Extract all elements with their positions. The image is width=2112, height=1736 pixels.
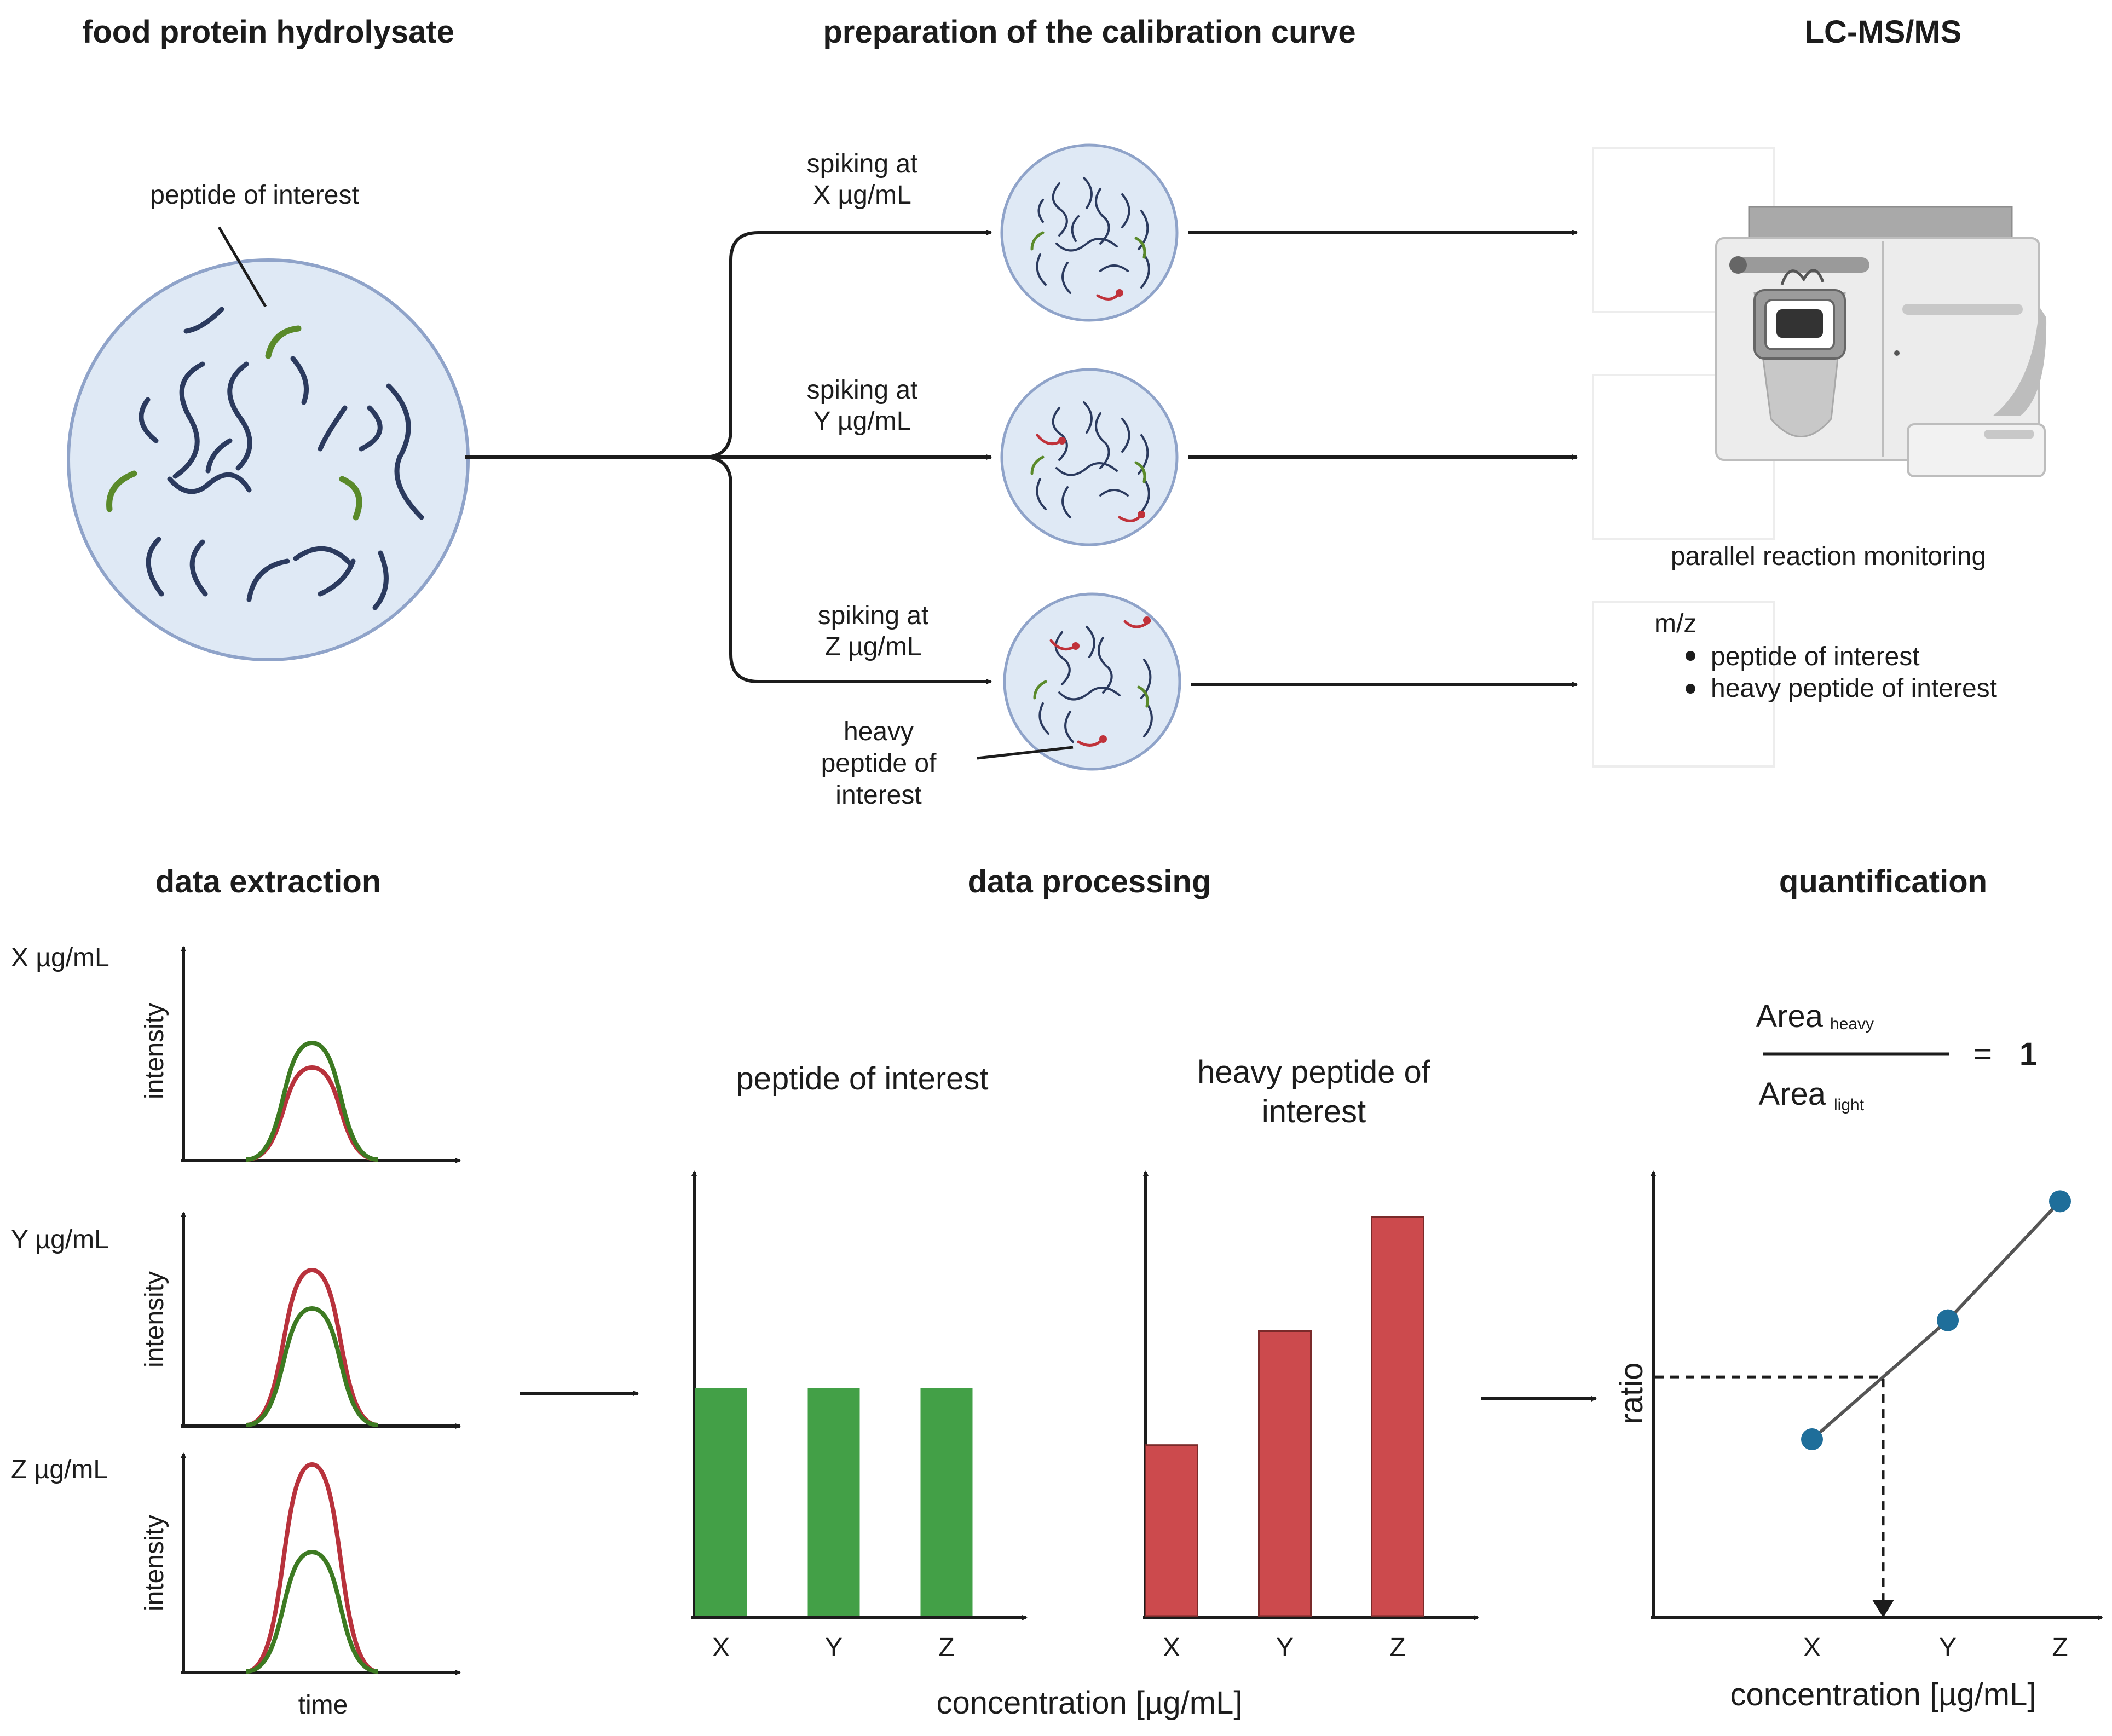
placeholder-box [1592,601,1775,768]
mz-bullet-peptide: peptide of interest [1711,642,1920,671]
sample-circle [1003,592,1181,771]
chromatogram-light [246,1306,378,1427]
bar-chart-right-title-line2: interest [1262,1094,1366,1129]
tick-label-X: X [1803,1633,1821,1662]
tick-label-Y: Y [1939,1633,1957,1662]
heavy-pointer-line [977,746,1074,760]
heavy-label-line1: heavy [844,717,914,746]
formula-numerator: Area [1756,999,1823,1034]
heavy-label-line3: interest [835,781,921,810]
tick-label-Y: Y [1276,1633,1294,1662]
sample-circle [1000,143,1179,322]
spiking-label-x-line1: spiking at [807,149,918,178]
processing-xlabel: concentration [µg/mL] [937,1685,1243,1721]
tick-label-Z: Z [2052,1633,2068,1662]
spiking-label-z-line2: Z µg/mL [824,632,921,661]
extraction-panel-z: Z µg/mL intensity time [11,1452,461,1720]
spiked-sample-y [1000,368,1179,546]
bar-Z [1371,1216,1424,1617]
tick-label-Z: Z [1389,1633,1405,1662]
formula-denominator: Area [1758,1076,1826,1112]
bar-chart-heavy-peptide: X Y Z [1143,1170,1479,1662]
branch-connector [465,230,992,684]
calibration-point-Y [1937,1309,1959,1331]
ratio-formula: Area heavy Area light = 1 [1756,999,2037,1114]
tick-label-Z: Z [938,1633,954,1662]
spiked-sample-z [1003,592,1181,771]
mass-spectrometer-icon [1715,206,2047,477]
lcms-method-label: parallel reaction monitoring [1671,542,1986,571]
tick-label-X: X [1163,1633,1180,1662]
heavy-label-line2: peptide of [821,749,937,778]
bullet-dot [1686,684,1695,694]
section-title-extraction: data extraction [155,864,382,899]
extraction-panel-y: Y µg/mL intensity [11,1212,461,1429]
extraction-xlabel: time [298,1691,348,1720]
peptide-fragments [106,307,424,610]
extraction-panel-label: Y µg/mL [11,1225,109,1254]
quant-xlabel: concentration [µg/mL] [1730,1677,2036,1712]
bar-chart-right-title-line1: heavy peptide of [1197,1054,1431,1090]
bar-X [695,1388,747,1616]
calibration-line-chart: X Y Z [1651,1170,2103,1662]
chromatogram-light [246,1040,378,1162]
section-title-quantification: quantification [1779,864,1987,899]
section-title-calibration: preparation of the calibration curve [823,14,1355,50]
mz-bullet-heavy-peptide: heavy peptide of interest [1711,674,1997,703]
spiking-label-x-line2: X µg/mL [813,181,911,210]
bullet-dot [1686,651,1695,661]
spiking-label-y-line2: Y µg/mL [813,407,911,436]
spiked-sample-x [1000,143,1179,322]
extraction-panel-ylabel: intensity [140,1003,169,1099]
chromatogram-heavy [246,1267,378,1427]
extraction-panel-x: X µg/mL intensity [11,943,461,1163]
spiking-label-y-line1: spiking at [807,376,918,405]
sample-circle [1000,368,1179,546]
reading-arrowhead [1872,1600,1894,1618]
bar-Y [1258,1330,1312,1617]
extraction-panel-label: X µg/mL [11,943,109,972]
section-title-processing: data processing [968,864,1211,899]
formula-denominator-sub: light [1834,1096,1865,1114]
spiking-label-z-line1: spiking at [818,601,929,630]
reading-guide-line [1655,1375,1885,1600]
section-title-lcms: LC-MS/MS [1805,14,1962,50]
extraction-panel-ylabel: intensity [140,1271,169,1368]
peptide-pointer-label: peptide of interest [150,181,359,210]
bar-chart-peptide-of-interest: X Y Z [691,1170,1028,1662]
quant-ylabel: ratio [1614,1363,1649,1424]
formula-result: 1 [2019,1036,2037,1072]
chromatogram-heavy [246,1462,378,1674]
svg-text:Area: Area [1756,999,1823,1034]
tick-label-Y: Y [825,1633,843,1662]
bar-Y [807,1388,860,1616]
hydrolysate-circle [67,258,470,661]
tick-label-X: X [712,1633,730,1662]
calibration-point-X [1801,1428,1823,1450]
chromatogram-light [246,1549,378,1674]
formula-numerator-sub: heavy [1830,1015,1874,1033]
calibration-line [1811,1200,2062,1441]
peptide-pointer-line [217,226,267,308]
formula-equals: = [1973,1036,1992,1072]
calibration-point-Z [2049,1190,2071,1213]
bar-Z [920,1388,973,1616]
bar-chart-left-title: peptide of interest [736,1061,988,1097]
extraction-panel-label: Z µg/mL [11,1455,108,1484]
mz-label: m/z [1654,609,1696,638]
extraction-panel-ylabel: intensity [140,1515,169,1611]
hydrolysate-sample: peptide of interest [67,181,470,661]
bar-X [1145,1444,1198,1617]
section-title-hydrolysate: food protein hydrolysate [82,14,454,50]
